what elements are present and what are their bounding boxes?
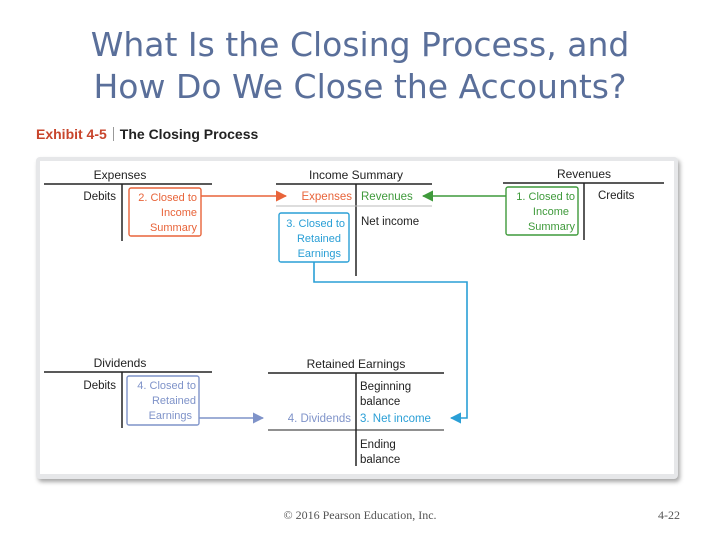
income-summary-closing-line-2: Retained xyxy=(297,233,341,245)
revenues-credits-label: Credits xyxy=(598,190,635,202)
expenses-closing-box xyxy=(128,187,202,237)
retained-earnings-ending-line-1: Ending xyxy=(360,439,396,451)
slide-title-line-1: What Is the Closing Process, and xyxy=(90,25,630,64)
expenses-closing-line-1: 2. Closed to xyxy=(138,192,197,204)
copyright-notice: © 2016 Pearson Education, Inc. xyxy=(283,508,437,522)
t-account-income-summary: Income Summary Expenses Revenues 3. Clos… xyxy=(276,168,432,276)
revenues-closing-box xyxy=(505,186,579,236)
income-summary-closing-line-3: Earnings xyxy=(298,248,342,260)
revenues-closing-line-3: Summary xyxy=(528,221,576,233)
retained-earnings-account-name: Retained Earnings xyxy=(307,357,406,371)
income-summary-expenses-entry: Expenses xyxy=(301,191,352,203)
slide-title: What Is the Closing Process, and How Do … xyxy=(0,24,720,108)
expenses-account-name: Expenses xyxy=(94,168,147,182)
income-summary-revenues-entry: Revenues xyxy=(361,191,413,203)
expenses-closing-line-2: Income xyxy=(161,207,197,219)
retained-earnings-net-income-entry: 3. Net income xyxy=(360,413,431,425)
t-account-dividends: Dividends Debits 4. Closed to Retained E… xyxy=(44,356,212,428)
income-summary-net-income-label: Net income xyxy=(361,216,419,228)
dividends-closing-line-1: 4. Closed to xyxy=(137,380,196,392)
dividends-account-name: Dividends xyxy=(94,356,147,370)
revenues-closing-line-2: Income xyxy=(533,206,569,218)
exhibit-heading: Exhibit 4-5 The Closing Process xyxy=(36,126,258,142)
retained-earnings-ending-line-2: balance xyxy=(360,454,400,466)
dividends-closing-box xyxy=(126,375,200,426)
revenues-account-name: Revenues xyxy=(557,167,611,181)
t-account-retained-earnings: Retained Earnings Beginning balance 4. D… xyxy=(268,357,444,466)
retained-earnings-beginning-line-1: Beginning xyxy=(360,381,411,393)
revenues-closing-line-1: 1. Closed to xyxy=(516,191,575,203)
dividends-closing-line-3: Earnings xyxy=(149,410,193,422)
dividends-closing-line-2: Retained xyxy=(152,395,196,407)
retained-earnings-beginning-line-2: balance xyxy=(360,396,400,408)
income-summary-closing-line-1: 3. Closed to xyxy=(286,218,345,230)
exhibit-separator xyxy=(112,127,114,141)
income-summary-account-name: Income Summary xyxy=(309,168,403,182)
dividends-debits-label: Debits xyxy=(83,380,116,392)
page-number: 4-22 xyxy=(658,508,680,522)
arrow-step-3-net-income xyxy=(313,262,468,424)
t-account-expenses: Expenses Debits 2. Closed to Income Summ… xyxy=(44,168,212,241)
t-account-revenues: Revenues 1. Closed to Income Summary Cre… xyxy=(503,167,664,240)
exhibit-number: Exhibit 4-5 xyxy=(36,126,107,142)
slide-title-line-2: How Do We Close the Accounts? xyxy=(93,67,627,106)
retained-earnings-dividends-entry: 4. Dividends xyxy=(288,413,352,425)
expenses-closing-line-3: Summary xyxy=(150,222,198,234)
expenses-debits-label: Debits xyxy=(83,191,116,203)
exhibit-name: The Closing Process xyxy=(119,126,259,142)
